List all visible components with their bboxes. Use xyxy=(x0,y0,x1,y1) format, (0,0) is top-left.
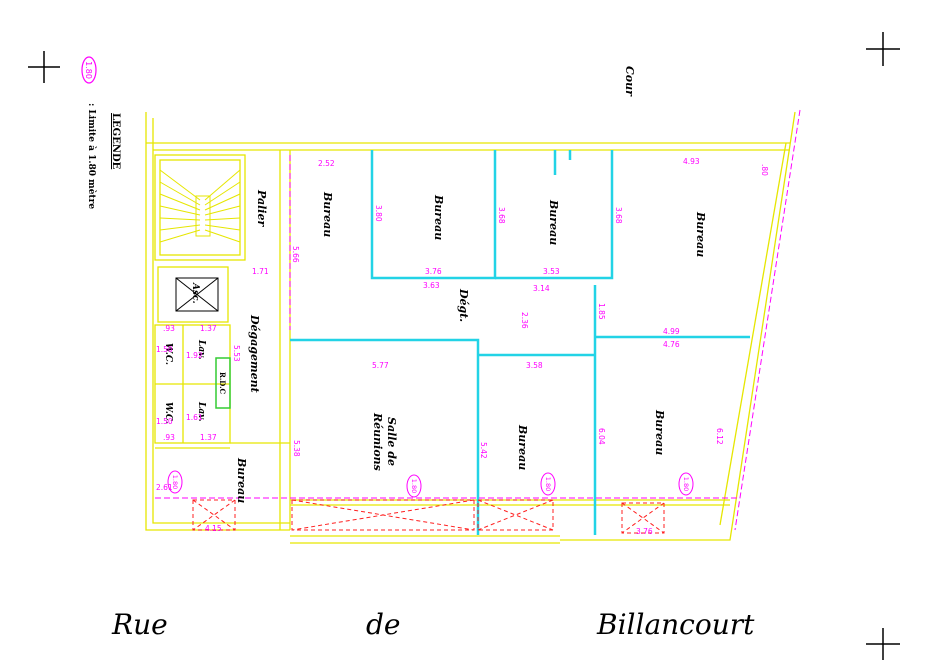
dim-label: 1.37 xyxy=(200,433,217,442)
elevator-shaft xyxy=(175,277,219,312)
registration-marks xyxy=(28,32,900,660)
dim-label: 4.99 xyxy=(663,327,680,336)
room-label-bureau-7: Bureau xyxy=(235,457,248,503)
legend-badge: 1.80 xyxy=(84,61,93,79)
room-label-wc-2: W.C. xyxy=(163,402,173,424)
badge-180: 1.80 xyxy=(410,479,418,493)
legend-title: LEGENDE xyxy=(110,113,121,170)
dim-label: 2.52 xyxy=(318,159,335,168)
dim-label: 5.77 xyxy=(372,361,389,370)
courtyard-label: Cour xyxy=(623,66,636,97)
limit-badges: 1.80 1.80 1.80 1.80 xyxy=(167,470,694,498)
dim-label: 3.76 xyxy=(425,267,442,276)
dim-label: 6.04 xyxy=(597,428,606,445)
dim-label: 1.85 xyxy=(597,303,606,320)
dim-label: 3.58 xyxy=(526,361,543,370)
dim-label: 4.15 xyxy=(205,524,222,533)
street-word-de: de xyxy=(366,608,401,641)
room-label-bureau-1: Bureau xyxy=(321,191,334,237)
room-label-degt: Dégt. xyxy=(457,288,470,322)
room-label-salle-1: Salle de xyxy=(385,417,398,466)
legend-badge-outline xyxy=(81,56,97,84)
dim-label: 2.61 xyxy=(156,483,173,492)
street-word-billancourt: Billancourt xyxy=(597,608,755,641)
dim-label: 1.50 xyxy=(156,417,173,426)
dim-label: 1.37 xyxy=(200,324,217,333)
room-label-bureau-4: Bureau xyxy=(694,211,707,257)
room-label-bureau-6: Bureau xyxy=(653,409,666,455)
badge-180: 1.80 xyxy=(682,477,690,491)
dim-label: 4.93 xyxy=(683,157,700,166)
building-outline xyxy=(145,111,796,544)
room-label-palier: Palier xyxy=(255,189,268,227)
dim-label: .93 xyxy=(163,433,175,442)
rdc-marker xyxy=(215,357,231,409)
dim-label: 3.68 xyxy=(614,207,623,224)
room-label-wc-1: W.C. xyxy=(163,343,173,365)
room-label-bureau-2: Bureau xyxy=(432,194,445,240)
dim-label: 2.36 xyxy=(520,312,529,329)
dim-label: 1.92 xyxy=(186,351,203,360)
limit-lines xyxy=(155,109,801,531)
dim-label: 5.66 xyxy=(291,246,300,263)
dim-label: .93 xyxy=(163,324,175,333)
legend-text: : Limite à 1.80 mètre xyxy=(86,103,97,209)
stair-treads xyxy=(159,169,241,243)
dim-label: 3.80 xyxy=(374,205,383,222)
room-label-lav-1: Lav. xyxy=(196,339,206,360)
partitions xyxy=(290,150,750,535)
room-label-asc: Asc. xyxy=(190,282,200,304)
dim-label: 3.53 xyxy=(543,267,560,276)
badge-180: 1.80 xyxy=(544,477,552,491)
dim-label: 3.76 xyxy=(636,527,653,536)
dim-label: 1.50 xyxy=(156,345,173,354)
dim-label: 6.12 xyxy=(715,428,724,445)
room-label-bureau-5: Bureau xyxy=(516,424,529,470)
room-label-bureau-3: Bureau xyxy=(547,199,560,245)
dim-label: 3.14 xyxy=(533,284,550,293)
hatched-zones xyxy=(192,499,665,534)
dim-label: 5.42 xyxy=(479,442,488,459)
room-label-rdc: R.D.C xyxy=(218,372,227,395)
dim-label: 3.63 xyxy=(423,281,440,290)
badge-180: 1.80 xyxy=(171,475,179,489)
room-label-salle-2: Réunions xyxy=(371,412,384,471)
room-label-degagement: Dégagement xyxy=(248,314,261,393)
street-word-rue: Rue xyxy=(112,608,168,641)
dim-label: 4.76 xyxy=(663,340,680,349)
dim-label: 5.53 xyxy=(232,345,241,362)
dim-label: 3.68 xyxy=(497,207,506,224)
dim-label: .80 xyxy=(760,164,769,176)
dim-label: 1.61 xyxy=(186,413,203,422)
dim-label: 1.71 xyxy=(252,267,269,276)
room-label-lav-2: Lav. xyxy=(196,401,206,422)
dim-label: 5.38 xyxy=(292,440,301,457)
